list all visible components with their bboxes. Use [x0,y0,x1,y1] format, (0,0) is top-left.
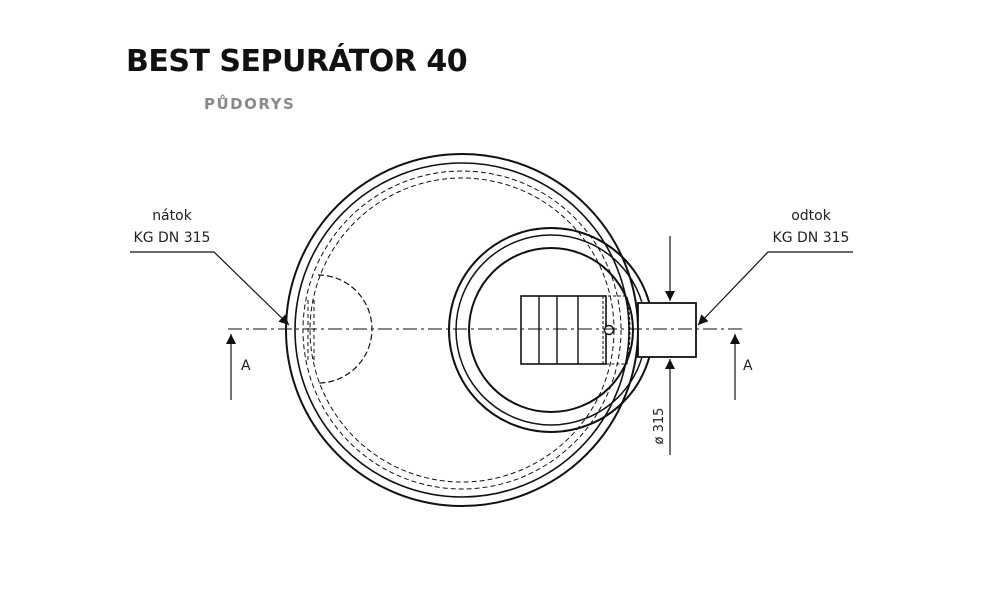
outlet-label-line2: KG DN 315 [773,230,850,246]
tank-hidden-edge-2 [309,177,615,483]
outlet-leader [697,251,853,326]
inlet-label-line2: KG DN 315 [134,230,211,246]
filter-insert [520,295,607,365]
section-label-right: A [743,358,753,374]
tank-inner-wall [294,162,630,498]
chamber-opening [468,247,634,413]
outlet-pipe [637,302,697,358]
chamber-inner-wall [455,234,647,426]
outlet-label-line1: odtok [791,208,832,224]
section-label-left: A [241,358,251,374]
float-valve-icon [603,324,615,336]
outlet-bend [603,295,631,365]
page-subtitle: PŮDORYS [204,95,296,113]
tank-hidden-edge-1 [302,170,622,490]
tank-outer-wall [285,153,639,507]
inlet-label-line1: nátok [152,208,193,224]
page-title: BEST SEPURÁTOR 40 [126,44,468,79]
inlet-leader [130,251,290,326]
diameter-label: ø 315 [652,408,667,445]
